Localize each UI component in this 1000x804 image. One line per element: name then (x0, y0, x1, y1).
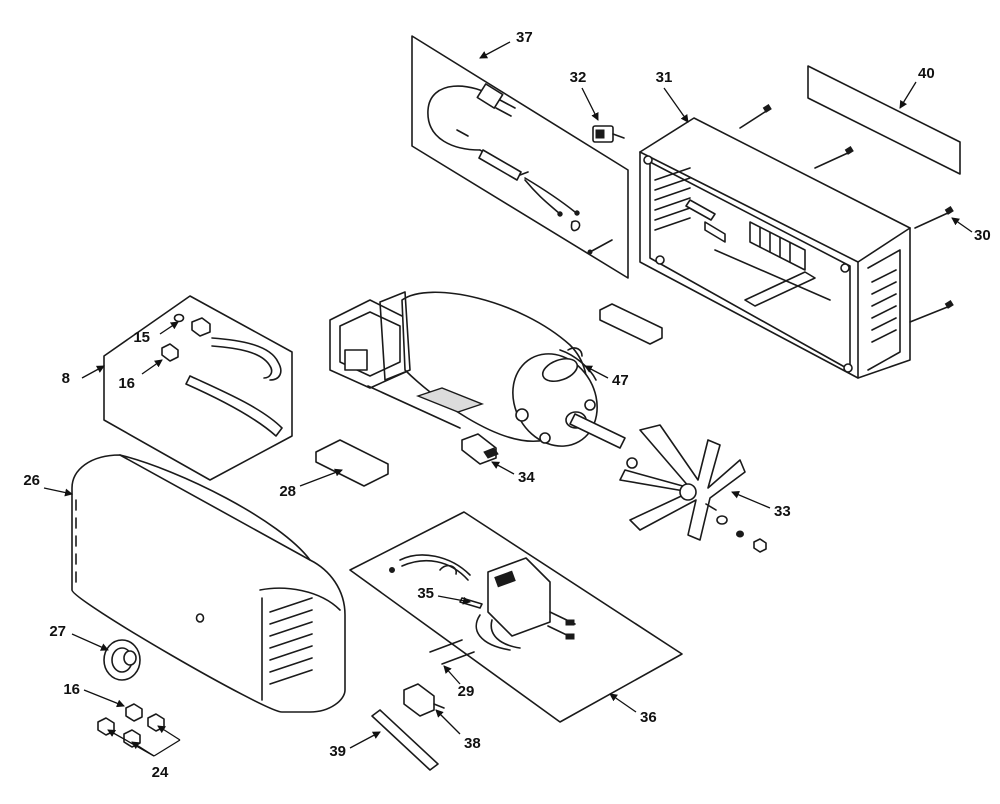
rear-housing-vents (654, 167, 897, 343)
pressure-gauge-knob (103, 639, 141, 681)
rocker-switch (592, 125, 625, 143)
front-cover-vents (75, 499, 313, 685)
capacitor (461, 433, 499, 465)
callout-39: 39 (329, 743, 346, 760)
callout-24: 24 (152, 764, 169, 781)
callout-37: 37 (516, 29, 533, 46)
circuit-board-panel (349, 511, 683, 723)
callout-33: 33 (774, 503, 791, 520)
callout-30: 30 (974, 227, 991, 244)
callout-27: 27 (49, 623, 66, 640)
callout-40: 40 (918, 65, 935, 82)
callout-16-hose: 16 (118, 375, 135, 392)
cooling-fan (619, 424, 767, 553)
callout-labels: 8 15 16 16 24 26 27 28 29 30 31 32 33 34… (23, 29, 990, 781)
fittings (97, 703, 165, 748)
callout-16-fitting: 16 (63, 681, 80, 698)
callout-36: 36 (640, 709, 657, 726)
callout-leaders (43, 41, 973, 757)
callout-28: 28 (279, 483, 296, 500)
housing-screws (739, 104, 954, 323)
label-decal (807, 65, 961, 175)
callout-29: 29 (458, 683, 475, 700)
cover-plate (315, 439, 389, 487)
callout-26: 26 (23, 472, 40, 489)
callout-15: 15 (133, 329, 150, 346)
power-cord-panel (411, 35, 629, 279)
callout-47: 47 (612, 372, 629, 389)
callout-8: 8 (62, 370, 70, 387)
motor-strap (559, 349, 597, 381)
motor-assembly (329, 291, 626, 449)
heat-sink (749, 221, 806, 271)
callout-35: 35 (417, 585, 434, 602)
rear-housing (639, 117, 911, 379)
front-cover (71, 454, 346, 713)
callout-31: 31 (656, 69, 673, 86)
callout-38: 38 (464, 735, 481, 752)
callout-32: 32 (570, 69, 587, 86)
callout-34: 34 (518, 469, 535, 486)
motor-bracket (599, 303, 663, 345)
pressure-switch (403, 683, 445, 717)
tube (371, 709, 439, 771)
hose-kit-panel (103, 295, 293, 481)
